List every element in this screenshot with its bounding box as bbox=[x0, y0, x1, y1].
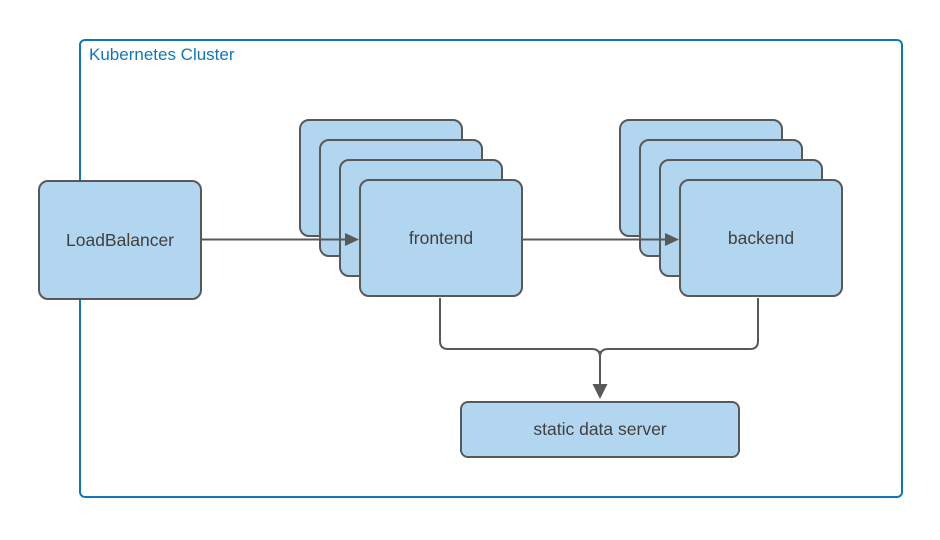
node-backend: backend bbox=[679, 179, 843, 297]
node-loadbalancer: LoadBalancer bbox=[38, 180, 202, 300]
cluster-label: Kubernetes Cluster bbox=[89, 45, 235, 64]
node-frontend: frontend bbox=[359, 179, 523, 297]
node-group-frontend: frontend bbox=[299, 119, 525, 299]
node-loadbalancer-label: LoadBalancer bbox=[66, 229, 174, 250]
node-group-backend: backend bbox=[619, 119, 845, 299]
node-static-data-server: static data server bbox=[460, 401, 740, 458]
node-static-data-server-label: static data server bbox=[533, 419, 667, 439]
node-backend-label: backend bbox=[727, 227, 795, 248]
node-frontend-label: frontend bbox=[408, 227, 474, 248]
